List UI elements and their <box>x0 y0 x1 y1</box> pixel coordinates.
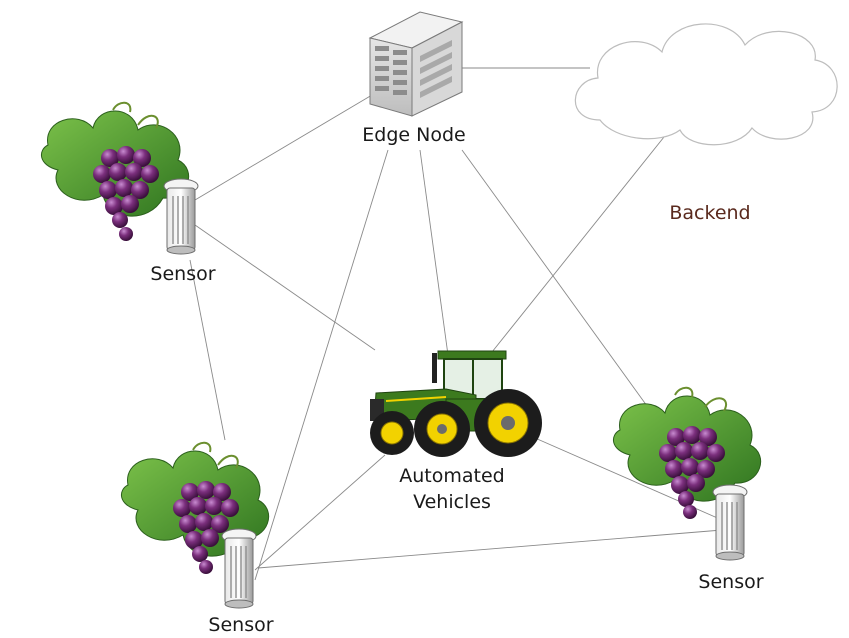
link-sensor-top-left-sensor-bottom-left <box>189 259 226 441</box>
server-icon <box>368 11 464 117</box>
link-edge-sensor-bottom-left <box>254 149 389 581</box>
link-sensor-bottom-left-sensor-right <box>257 529 723 569</box>
tractor-icon <box>370 350 542 457</box>
link-vehicles-sensor-bottom-left <box>254 454 386 571</box>
sensor-icon <box>163 178 199 255</box>
sensor-label-right: Sensor <box>698 571 764 593</box>
vehicles-label: Automated Vehicles <box>399 465 505 513</box>
link-edge-sensor-right <box>461 149 669 436</box>
sensor-icon <box>712 484 748 561</box>
sensor-label-top-left: Sensor <box>150 263 216 285</box>
backend-label: Backend <box>669 202 751 224</box>
grape-vine-icon <box>40 101 190 241</box>
cloud-icon <box>574 23 838 146</box>
grape-vine-icon <box>612 386 762 519</box>
edge-node-label: Edge Node <box>362 124 466 146</box>
link-edge-vehicles <box>419 149 449 356</box>
sensor-label-bottom-left: Sensor <box>208 614 274 636</box>
sensor-icon <box>221 528 257 609</box>
link-sensor-top-left-vehicles <box>194 224 376 351</box>
link-cloud-vehicles <box>491 131 669 353</box>
link-edge-sensor-top-left <box>194 94 373 201</box>
